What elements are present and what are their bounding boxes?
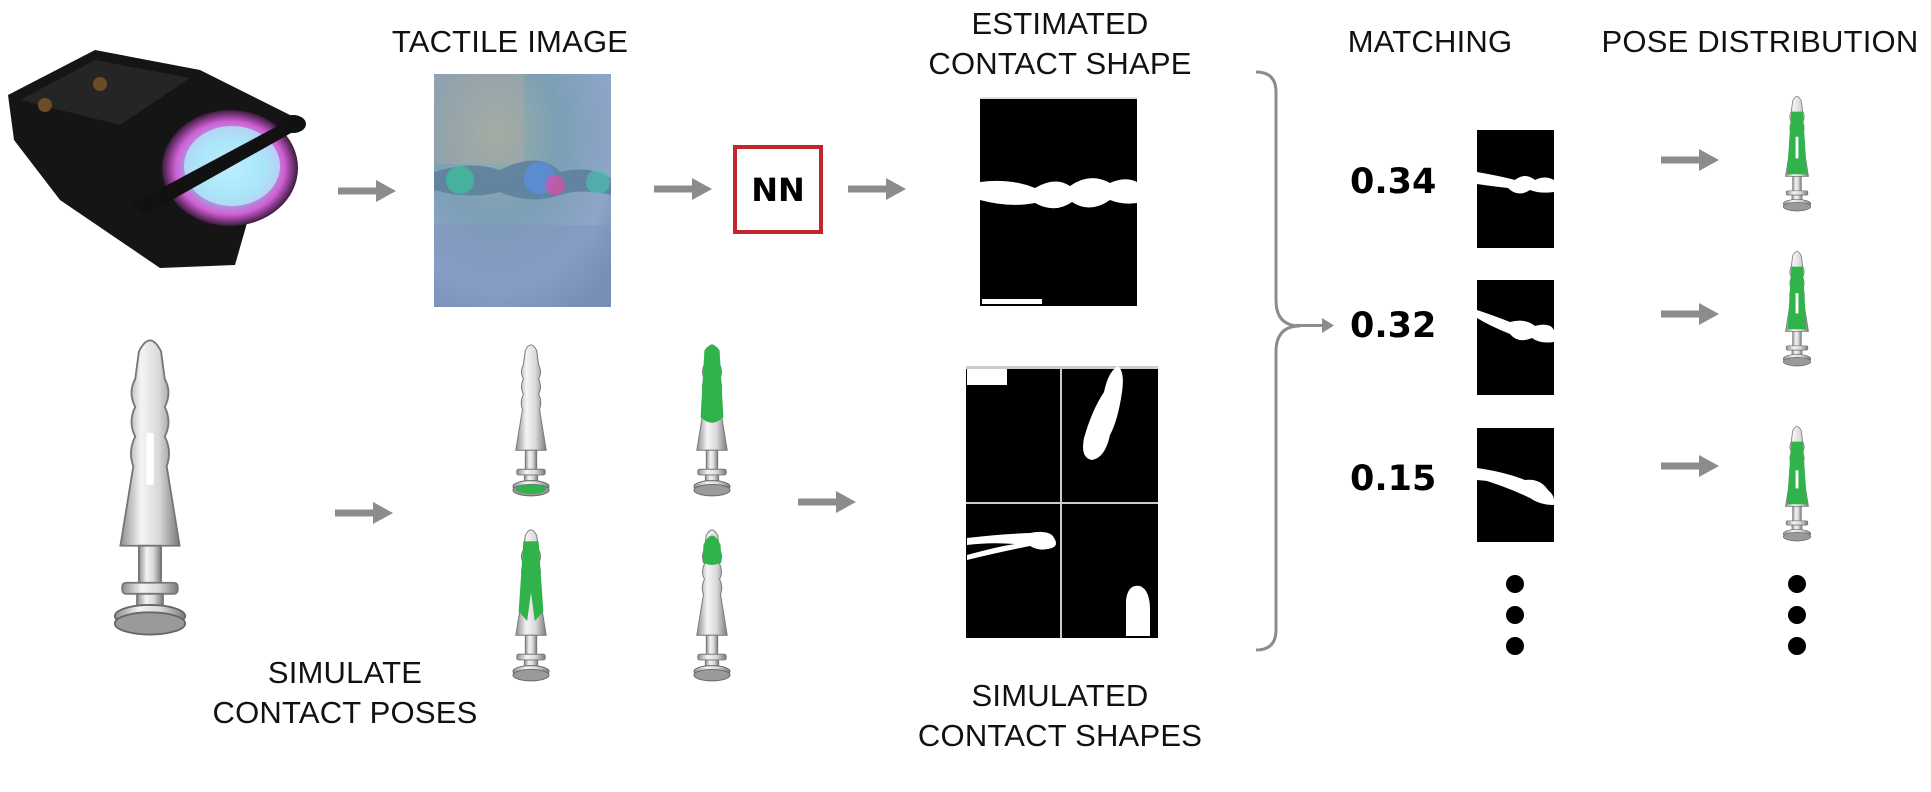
matched-shape-2 [1477, 280, 1554, 395]
matching-label: MATCHING [1347, 24, 1513, 59]
arrow-poses-to-shapes [798, 491, 856, 513]
arrow-nn-to-estimate [848, 178, 906, 200]
simulate-label-line2: CONTACT POSES [212, 695, 478, 730]
arrow-tactile-to-nn [654, 178, 712, 200]
simulated-label-line1: SIMULATED [971, 678, 1149, 713]
arrow-brace-to-matching [1296, 318, 1334, 333]
match-score-1: 0.34 [1350, 162, 1437, 202]
simulated-pose-2 [693, 344, 731, 497]
neural-network-block: NN [733, 145, 823, 234]
matching-ellipsis [1506, 575, 1524, 655]
pose-result-2 [1782, 251, 1812, 367]
simulate-contact-poses-label: SIMULATE CONTACT POSES [195, 653, 495, 733]
estimated-label-line2: CONTACT SHAPE [928, 46, 1192, 81]
simulated-pose-4 [693, 529, 731, 682]
match-score-2: 0.32 [1350, 306, 1437, 346]
estimated-label-line1: ESTIMATED [971, 6, 1149, 41]
arrow-match-1 [1661, 149, 1719, 171]
grouping-brace [1255, 70, 1301, 652]
pose-distribution-label: POSE DISTRIBUTION [1601, 24, 1919, 59]
tactile-image [434, 74, 611, 307]
arrow-sensor-to-tactile [338, 180, 396, 202]
pose-result-1 [1782, 96, 1812, 212]
simulated-pose-3 [512, 529, 550, 682]
pose-ellipsis [1788, 575, 1806, 655]
arrow-match-2 [1661, 303, 1719, 325]
simulate-label-line1: SIMULATE [267, 655, 423, 690]
arrow-object-to-poses [335, 502, 393, 524]
pose-result-3 [1782, 426, 1812, 542]
simulated-contact-shapes-label: SIMULATED CONTACT SHAPES [900, 676, 1220, 756]
estimated-contact-shape [980, 97, 1137, 306]
matched-shape-3 [1477, 428, 1554, 542]
estimated-contact-shape-label: ESTIMATED CONTACT SHAPE [900, 4, 1220, 84]
arrow-match-3 [1661, 455, 1719, 477]
tactile-image-label: TACTILE IMAGE [391, 24, 629, 59]
simulated-contact-shapes-grid [966, 366, 1158, 638]
simulated-label-line2: CONTACT SHAPES [917, 718, 1203, 753]
simulated-pose-1 [512, 344, 550, 497]
match-score-3: 0.15 [1350, 459, 1437, 499]
object-3d-model [113, 339, 187, 636]
tactile-sensor-photo [8, 50, 306, 268]
matched-shape-1 [1477, 130, 1554, 248]
